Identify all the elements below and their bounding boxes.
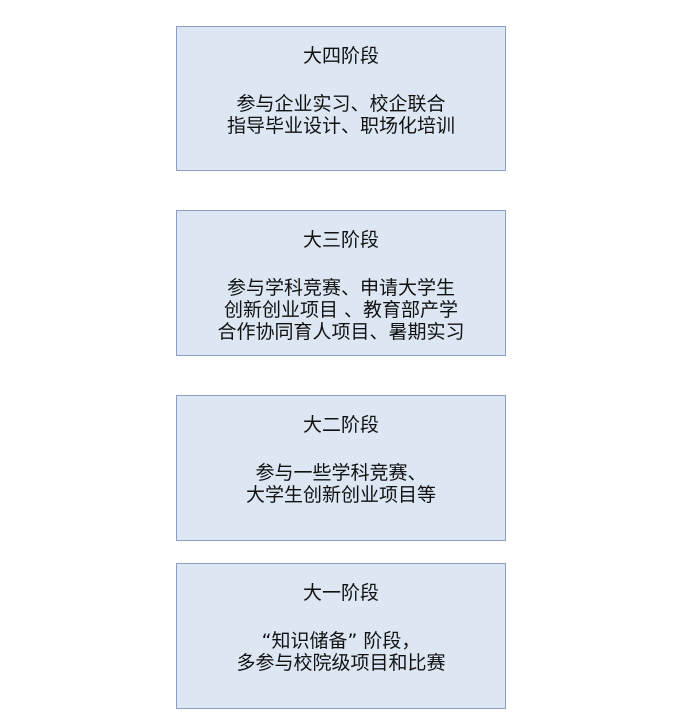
stage-description-line: 参与企业实习、校企联合 xyxy=(236,93,446,115)
stage-description-line: 多参与校院级项目和比赛 xyxy=(236,652,446,674)
stage-description: 参与企业实习、校企联合 指导毕业设计、职场化培训 xyxy=(177,93,505,137)
stage-box-junior: 大三阶段 参与学科竞赛、申请大学生 创新创业项目 、教育部产学 合作协同育人项目… xyxy=(176,210,506,356)
stage-description-line: 参与学科竞赛、申请大学生 xyxy=(226,277,455,299)
stage-description: 参与一些学科竞赛、 大学生创新创业项目等 xyxy=(177,462,505,506)
stage-box-freshman: 大一阶段 “知识储备” 阶段， 多参与校院级项目和比赛 xyxy=(176,563,506,709)
stage-box-senior: 大四阶段 参与企业实习、校企联合 指导毕业设计、职场化培训 xyxy=(176,26,506,171)
stage-description-line: 合作协同育人项目、暑期实习 xyxy=(217,321,465,343)
stage-description: 参与学科竞赛、申请大学生 创新创业项目 、教育部产学 合作协同育人项目、暑期实习 xyxy=(177,277,505,343)
stage-description-line: 创新创业项目 、教育部产学 xyxy=(223,299,459,321)
stage-description: “知识储备” 阶段， 多参与校院级项目和比赛 xyxy=(177,630,505,674)
stage-title: 大四阶段 xyxy=(302,45,379,67)
stage-description-line: “知识储备” 阶段， xyxy=(261,630,421,652)
stage-description-line: 参与一些学科竞赛、 xyxy=(255,462,427,484)
stage-description-line: 指导毕业设计、职场化培训 xyxy=(226,115,455,137)
stage-title: 大三阶段 xyxy=(302,229,379,251)
stage-description-line: 大学生创新创业项目等 xyxy=(245,484,436,506)
stage-box-sophomore: 大二阶段 参与一些学科竞赛、 大学生创新创业项目等 xyxy=(176,395,506,541)
stage-title: 大二阶段 xyxy=(302,414,379,436)
stage-title: 大一阶段 xyxy=(302,582,379,604)
